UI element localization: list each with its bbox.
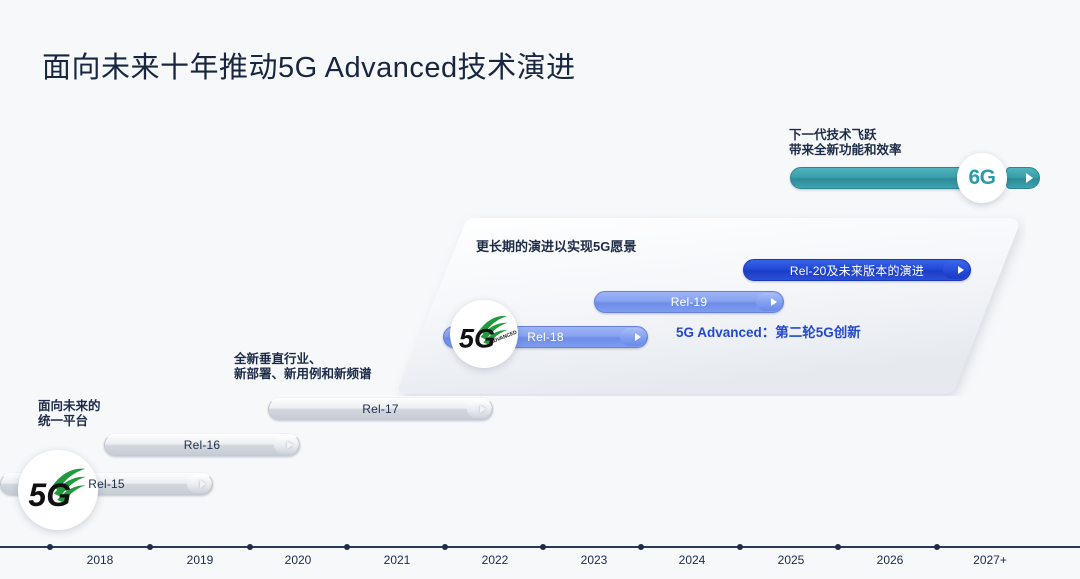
arrow-right-icon <box>480 405 486 413</box>
arrow-right-icon <box>635 333 641 341</box>
arrow-right-icon <box>958 266 964 274</box>
sixg-arrow-segment <box>1006 167 1040 189</box>
timeline-tick <box>147 543 153 550</box>
unified-platform-caption: 面向未来的 统一平台 <box>38 399 101 428</box>
arrow-right-icon <box>1026 173 1033 183</box>
timeline-tick <box>47 543 53 550</box>
timeline-year-2020: 2020 <box>284 553 312 567</box>
bar-end-knob <box>620 328 646 346</box>
release-bar-label: Rel-18 <box>527 330 564 344</box>
timeline-year-2027plus: 2027+ <box>973 553 1007 567</box>
svg-text:5G: 5G <box>28 477 71 513</box>
timeline-year-2025: 2025 <box>777 553 805 567</box>
arrow-right-icon <box>200 480 206 488</box>
timeline-year-2024: 2024 <box>678 553 706 567</box>
timeline-tick <box>835 543 841 550</box>
timeline-year-2021: 2021 <box>383 553 411 567</box>
arrow-right-icon <box>287 441 293 449</box>
timeline-tick <box>540 543 546 550</box>
panel-note: 5G Advanced：第二轮5G创新 <box>676 325 861 340</box>
timeline-tick <box>247 543 253 550</box>
timeline-tick <box>934 543 940 550</box>
timeline-tick <box>442 543 448 550</box>
new-verticals-caption: 全新垂直行业、 新部署、新用例和新频谱 <box>234 352 372 381</box>
sixg-caption: 下一代技术飞跃 带来全新功能和效率 <box>789 128 902 157</box>
bar-end-knob <box>756 293 782 311</box>
release-bar-label: Rel-17 <box>362 402 399 416</box>
timeline-year-2022: 2022 <box>481 553 509 567</box>
logo-5g-icon: 5G <box>28 468 86 513</box>
release-bar-rel-17[interactable]: Rel-17 <box>268 398 493 420</box>
release-bar-rel-19[interactable]: Rel-19 <box>594 291 784 313</box>
svg-text:5G: 5G <box>459 323 495 354</box>
timeline-year-2018: 2018 <box>86 553 114 567</box>
sixg-bar <box>790 167 975 189</box>
bar-end-knob <box>274 436 298 454</box>
timeline-tick <box>737 543 743 550</box>
bar-end-knob <box>467 400 491 418</box>
timeline-year-2026: 2026 <box>876 553 904 567</box>
sixg-badge: 6G <box>957 153 1007 203</box>
bar-end-knob <box>943 261 969 279</box>
logo-5g-base-badge: 5G <box>18 450 98 530</box>
arrow-right-icon <box>771 298 777 306</box>
panel-title: 更长期的演进以实现5G愿景 <box>476 239 637 254</box>
release-bar-label: Rel-15 <box>88 477 125 491</box>
release-bar-label: Rel-19 <box>670 295 708 309</box>
timeline-tick <box>344 543 350 550</box>
timeline-year-2023: 2023 <box>580 553 608 567</box>
release-bar-rel-16[interactable]: Rel-16 <box>104 434 300 456</box>
sixg-label: 6G <box>968 166 996 189</box>
timeline-tick <box>638 543 644 550</box>
bar-end-knob <box>187 475 211 493</box>
timeline-year-2019: 2019 <box>186 553 214 567</box>
release-bar-rel-20[interactable]: Rel-20及未来版本的演进 <box>743 259 971 281</box>
release-bar-label: Rel-20及未来版本的演进 <box>789 263 925 278</box>
page-title: 面向未来十年推动5G Advanced技术演进 <box>42 52 576 84</box>
release-bar-label: Rel-16 <box>183 438 221 452</box>
